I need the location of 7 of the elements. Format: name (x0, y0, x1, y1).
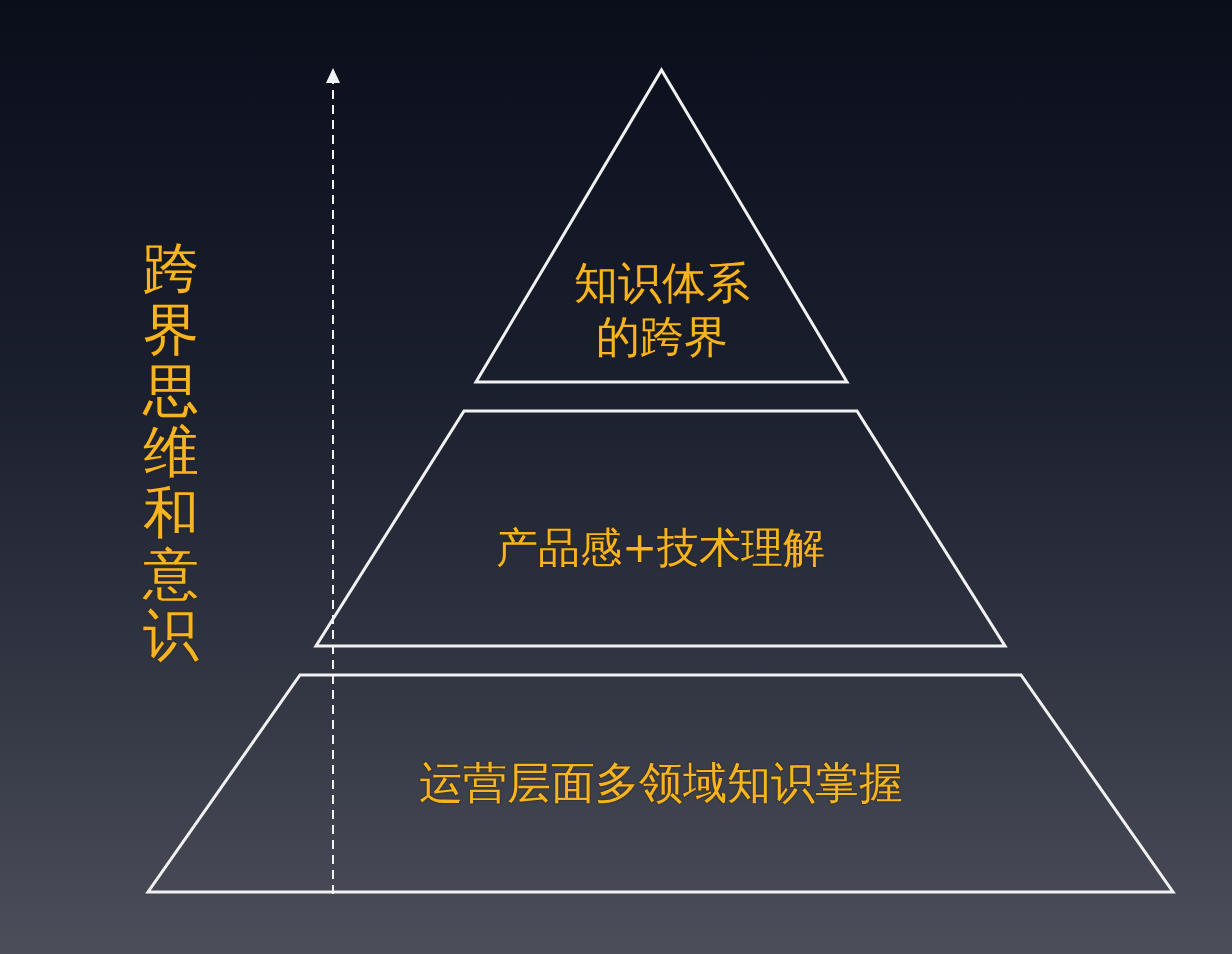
pyramid-apex-triangle (476, 70, 847, 382)
pyramid-middle-trapezoid (316, 411, 1005, 646)
tier-label: 产品感+技术理解 (495, 523, 826, 573)
pyramid-base-trapezoid (148, 675, 1173, 892)
tier-label: 运营层面多领域知识掌握 (418, 757, 903, 809)
vertical-axis-label: 跨界思维和意识 (142, 238, 200, 665)
tier-label: 知识体系的跨界 (572, 256, 751, 364)
